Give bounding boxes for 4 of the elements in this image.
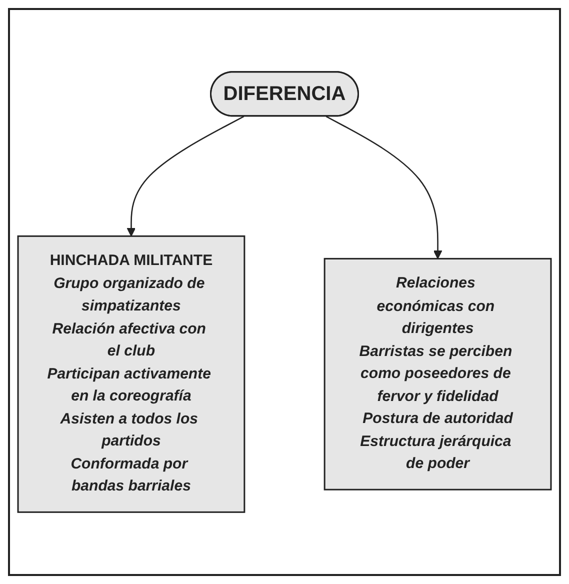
- node-box: HINCHADA MILITANTE Grupo organizado de simpatizantes Relación afectiva con el club Participan activamente en la coreografía Asisten a todos los partidos Conformada por bandas barriales: [17, 235, 246, 513]
- node-box: Relaciones económicas con dirigentes Barristas se perciben como poseedores de fervor y fidelidad Postura de autoridad Estructura jerárquica de poder: [324, 258, 552, 490]
- arrow: [326, 116, 442, 260]
- arrow: [126, 116, 244, 237]
